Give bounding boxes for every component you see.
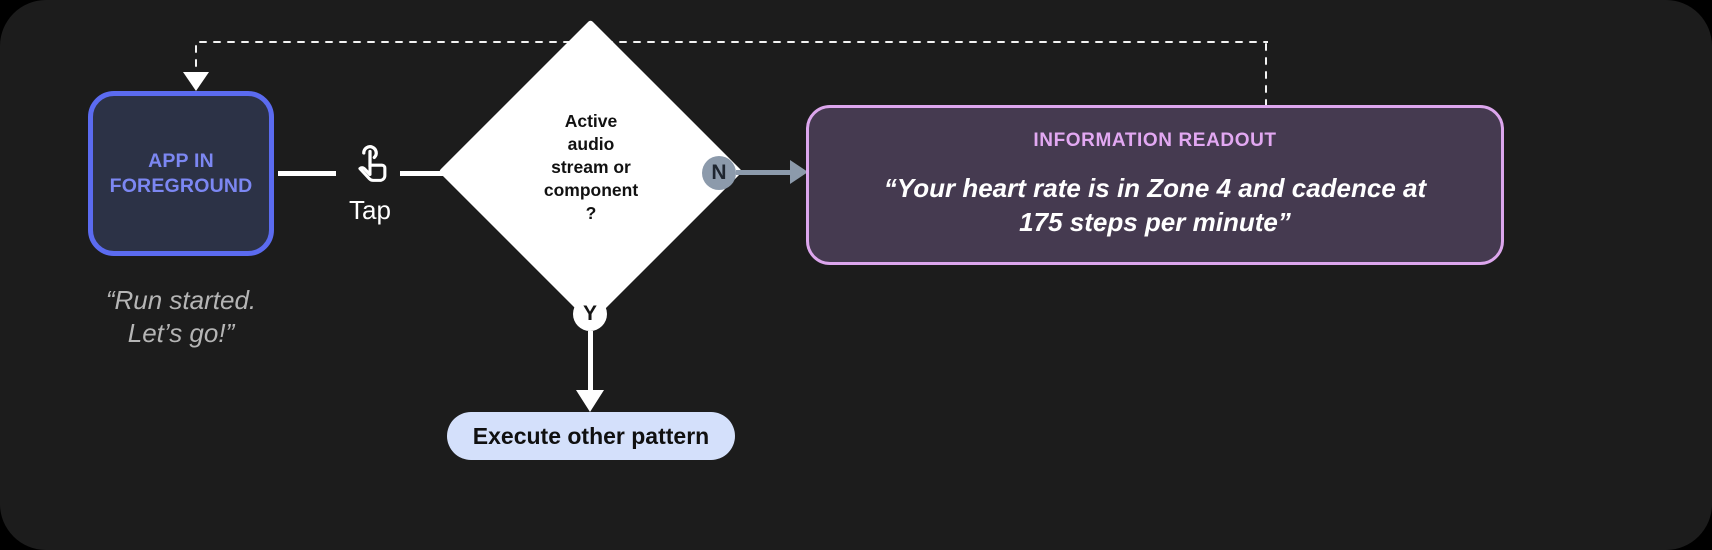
node-execute-other-pattern[interactable]: Execute other pattern — [447, 412, 735, 460]
connector-no-to-readout — [736, 170, 798, 175]
feedback-loop-left-segment — [194, 42, 198, 78]
feedback-loop-top-segment — [196, 40, 1268, 44]
node-app-in-foreground-caption: “Run started. Let’s go!” — [105, 285, 257, 348]
connector-no-to-readout-arrowhead-icon — [790, 160, 808, 184]
gesture-tap: Tap — [336, 140, 404, 226]
feedback-loop-arrowhead-icon — [183, 72, 209, 91]
tap-gesture-icon — [347, 145, 393, 190]
readout-message: “Your heart rate is in Zone 4 and cadenc… — [883, 173, 1427, 237]
node-decision-label: Active audio stream or component ? — [543, 111, 639, 224]
node-execute-other-pattern-label: Execute other pattern — [472, 422, 710, 449]
branch-badge-yes: Y — [573, 297, 607, 331]
connector-yes-to-execute — [588, 331, 593, 394]
connector-decision-to-yes — [588, 279, 593, 297]
node-app-in-foreground[interactable]: APP IN FOREGROUND — [88, 91, 274, 256]
connector-app-to-tap — [278, 171, 336, 176]
node-app-in-foreground-label: APP IN FOREGROUND — [109, 149, 253, 197]
node-information-readout[interactable]: INFORMATION READOUT “Your heart rate is … — [806, 105, 1504, 265]
gesture-tap-label: Tap — [349, 195, 391, 225]
readout-title: INFORMATION READOUT — [1033, 130, 1277, 152]
feedback-loop-right-segment — [1264, 40, 1268, 106]
branch-badge-no: N — [702, 156, 736, 190]
connector-yes-to-execute-arrowhead-icon — [576, 390, 604, 412]
